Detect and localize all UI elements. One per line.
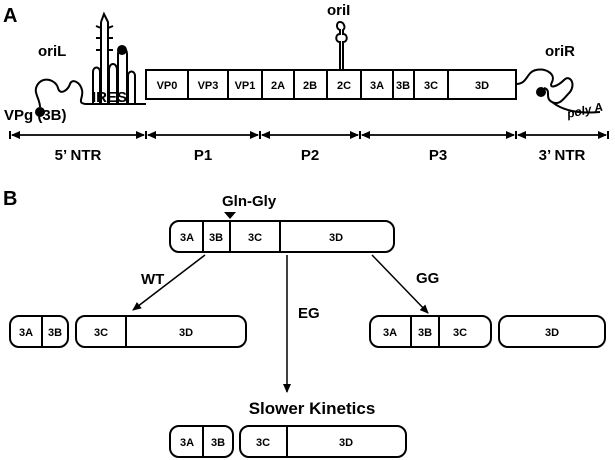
orir-label: oriR (545, 43, 575, 60)
region-p1: P1 (194, 147, 212, 164)
eg-product-3cd (239, 425, 407, 458)
wt-arrow (132, 254, 206, 311)
gg-3c: 3C (453, 327, 467, 339)
precursor-3abcd (169, 220, 395, 253)
region-3ntr: 3’ NTR (539, 147, 586, 164)
eg-3d: 3D (339, 437, 353, 449)
precursor-3c: 3C (248, 232, 262, 244)
wt-3a: 3A (19, 327, 33, 339)
segment-vp0: VP0 (157, 80, 178, 92)
segment-3b: 3B (396, 80, 410, 92)
eg-3a: 3A (180, 437, 194, 449)
region-5ntr: 5’ NTR (55, 147, 102, 164)
segment-vp3: VP3 (198, 80, 219, 92)
eg-label: EG (298, 305, 320, 322)
eg-3b: 3B (211, 437, 225, 449)
gg-arrow (371, 254, 429, 314)
segment-3d: 3D (475, 80, 489, 92)
gg-3b: 3B (418, 327, 432, 339)
gg-3d: 3D (545, 327, 559, 339)
cleavage-site-label: Gln-Gly (222, 193, 277, 210)
precursor-3a: 3A (180, 232, 194, 244)
eg-product-3ab (169, 425, 234, 458)
orir-structure (515, 68, 601, 114)
eg-3c: 3C (256, 437, 270, 449)
gg-product-3d (498, 315, 606, 348)
segment-2a: 2A (271, 80, 285, 92)
segment-2b: 2B (303, 80, 317, 92)
oril-label: oriL (38, 43, 66, 60)
precursor-3d: 3D (329, 232, 343, 244)
segment-2c: 2C (337, 80, 351, 92)
region-p2: P2 (301, 147, 319, 164)
orii-label: oriI (327, 2, 350, 19)
oril-structure (34, 78, 92, 117)
wt-product-3cd (75, 315, 247, 348)
precursor-3b: 3B (209, 232, 223, 244)
wt-3c: 3C (94, 327, 108, 339)
wt-product-3ab (9, 315, 69, 348)
ires-label: IRES (92, 89, 127, 106)
region-p3: P3 (429, 147, 447, 164)
slower-kinetics-label: Slower Kinetics (249, 399, 376, 418)
poly-a-label: poly A (565, 100, 604, 121)
gg-label: GG (416, 270, 439, 287)
ires-structure (90, 11, 146, 105)
segment-vp1: VP1 (235, 80, 256, 92)
polyprotein-box (145, 69, 517, 100)
panel-b-label: B (3, 188, 17, 210)
wt-3b: 3B (48, 327, 62, 339)
orii-structure (335, 20, 348, 70)
panel-a-label: A (3, 5, 17, 27)
segment-3c: 3C (424, 80, 438, 92)
cleavage-site-marker (224, 212, 236, 219)
gg-3a: 3A (383, 327, 397, 339)
vpg-label: VPg (3B) (4, 107, 67, 124)
wt-label: WT (141, 271, 164, 288)
wt-3d: 3D (179, 327, 193, 339)
gg-product-3abc (369, 315, 492, 348)
region-bracket (9, 131, 609, 139)
segment-3a: 3A (370, 80, 384, 92)
